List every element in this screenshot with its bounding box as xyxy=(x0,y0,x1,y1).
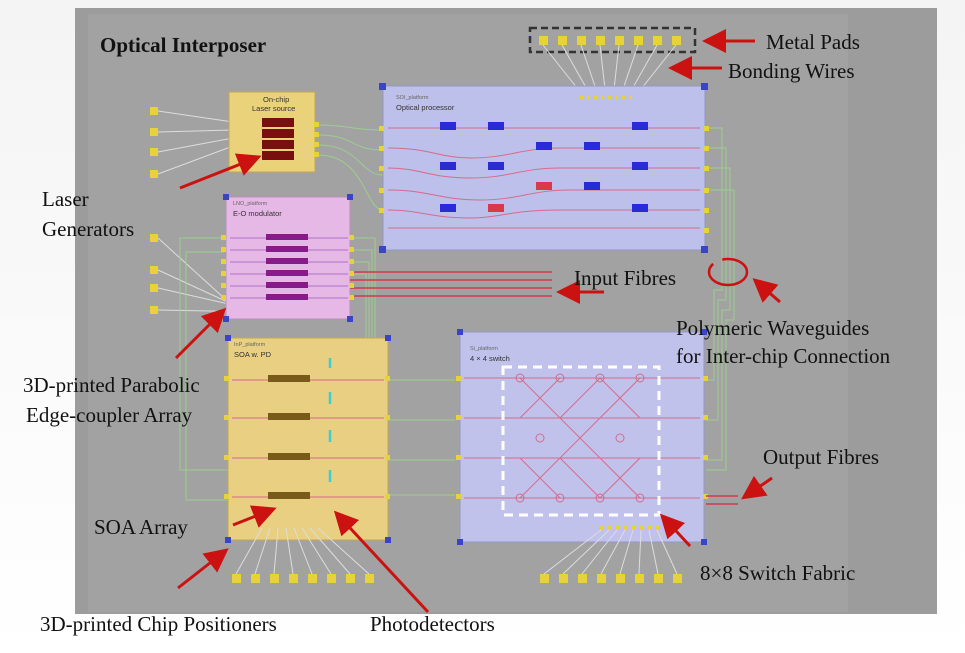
input-fibres-label: Input Fibres xyxy=(574,266,677,290)
edge-coupler-label-line1: 3D-printed Parabolic xyxy=(23,373,200,397)
processor-chip-label: Optical processor xyxy=(396,103,455,112)
edge-coupler-label-line2: Edge-coupler Array xyxy=(26,403,193,427)
bonding-wires-label: Bonding Wires xyxy=(728,59,855,83)
soa-positioners xyxy=(225,335,391,543)
polymeric-waveguides-label-line2: for Inter-chip Connection xyxy=(676,344,891,368)
diagram-title: Optical Interposer xyxy=(100,33,267,57)
metal-pads-label: Metal Pads xyxy=(766,30,860,54)
bottom-left-wires xyxy=(235,527,370,575)
switch-fabric-label: 8×8 Switch Fabric xyxy=(700,561,856,585)
left-laser-pads xyxy=(150,107,158,314)
laser-generators-label-line2: Generators xyxy=(42,217,135,241)
annotation-arrows xyxy=(174,29,781,614)
soa-array-label: SOA Array xyxy=(94,515,188,539)
soa-platform-label: InP_platform xyxy=(234,342,266,348)
switch-chip xyxy=(459,331,705,543)
switch-mzi-nodes xyxy=(515,373,645,503)
processor-phase-shifters xyxy=(440,122,648,212)
top-metal-pads xyxy=(539,36,681,45)
switch-platform-label: Si_platform xyxy=(470,346,498,352)
bottom-left-pads xyxy=(232,574,374,583)
switch-chip-label: 4 × 4 switch xyxy=(470,354,510,363)
chip-positioners-label: 3D-printed Chip Positioners xyxy=(40,612,277,636)
photodetectors-label: Photodetectors xyxy=(370,612,495,636)
laser-array xyxy=(262,118,294,160)
soa-amplifiers xyxy=(268,375,310,499)
laser-generators-label-line1: Laser xyxy=(42,187,89,211)
processor-positioners xyxy=(379,83,708,253)
edge-coupler-array xyxy=(221,122,709,499)
soa-chip xyxy=(227,337,389,541)
bottom-right-pads xyxy=(540,574,682,583)
switch-positioners xyxy=(457,329,707,545)
metal-pads-highlight-box xyxy=(528,26,697,54)
processor-platform-label: SOI_platform xyxy=(396,95,429,101)
switch-waveguides xyxy=(464,377,700,499)
polymeric-waveguides-label-line1: Polymeric Waveguides xyxy=(676,316,870,340)
switch-bond-pads xyxy=(600,526,660,530)
modulator-platform-label: LNO_platform xyxy=(233,201,268,207)
output-fibres xyxy=(706,495,738,505)
modulator-electrodes xyxy=(266,234,308,300)
input-fibres xyxy=(350,271,552,297)
soa-chip-label: SOA w. PD xyxy=(234,350,272,359)
processor-bond-pads xyxy=(580,96,632,99)
laser-chip-label-line2: Laser source xyxy=(252,104,296,113)
polymeric-waveguide-highlight xyxy=(707,257,749,287)
modulator-chip-label: E-O modulator xyxy=(233,209,282,218)
laser-chip-label-line1: On-chip xyxy=(263,95,290,104)
switch-fabric-highlight-box xyxy=(501,365,661,517)
output-fibres-label: Output Fibres xyxy=(763,445,880,469)
